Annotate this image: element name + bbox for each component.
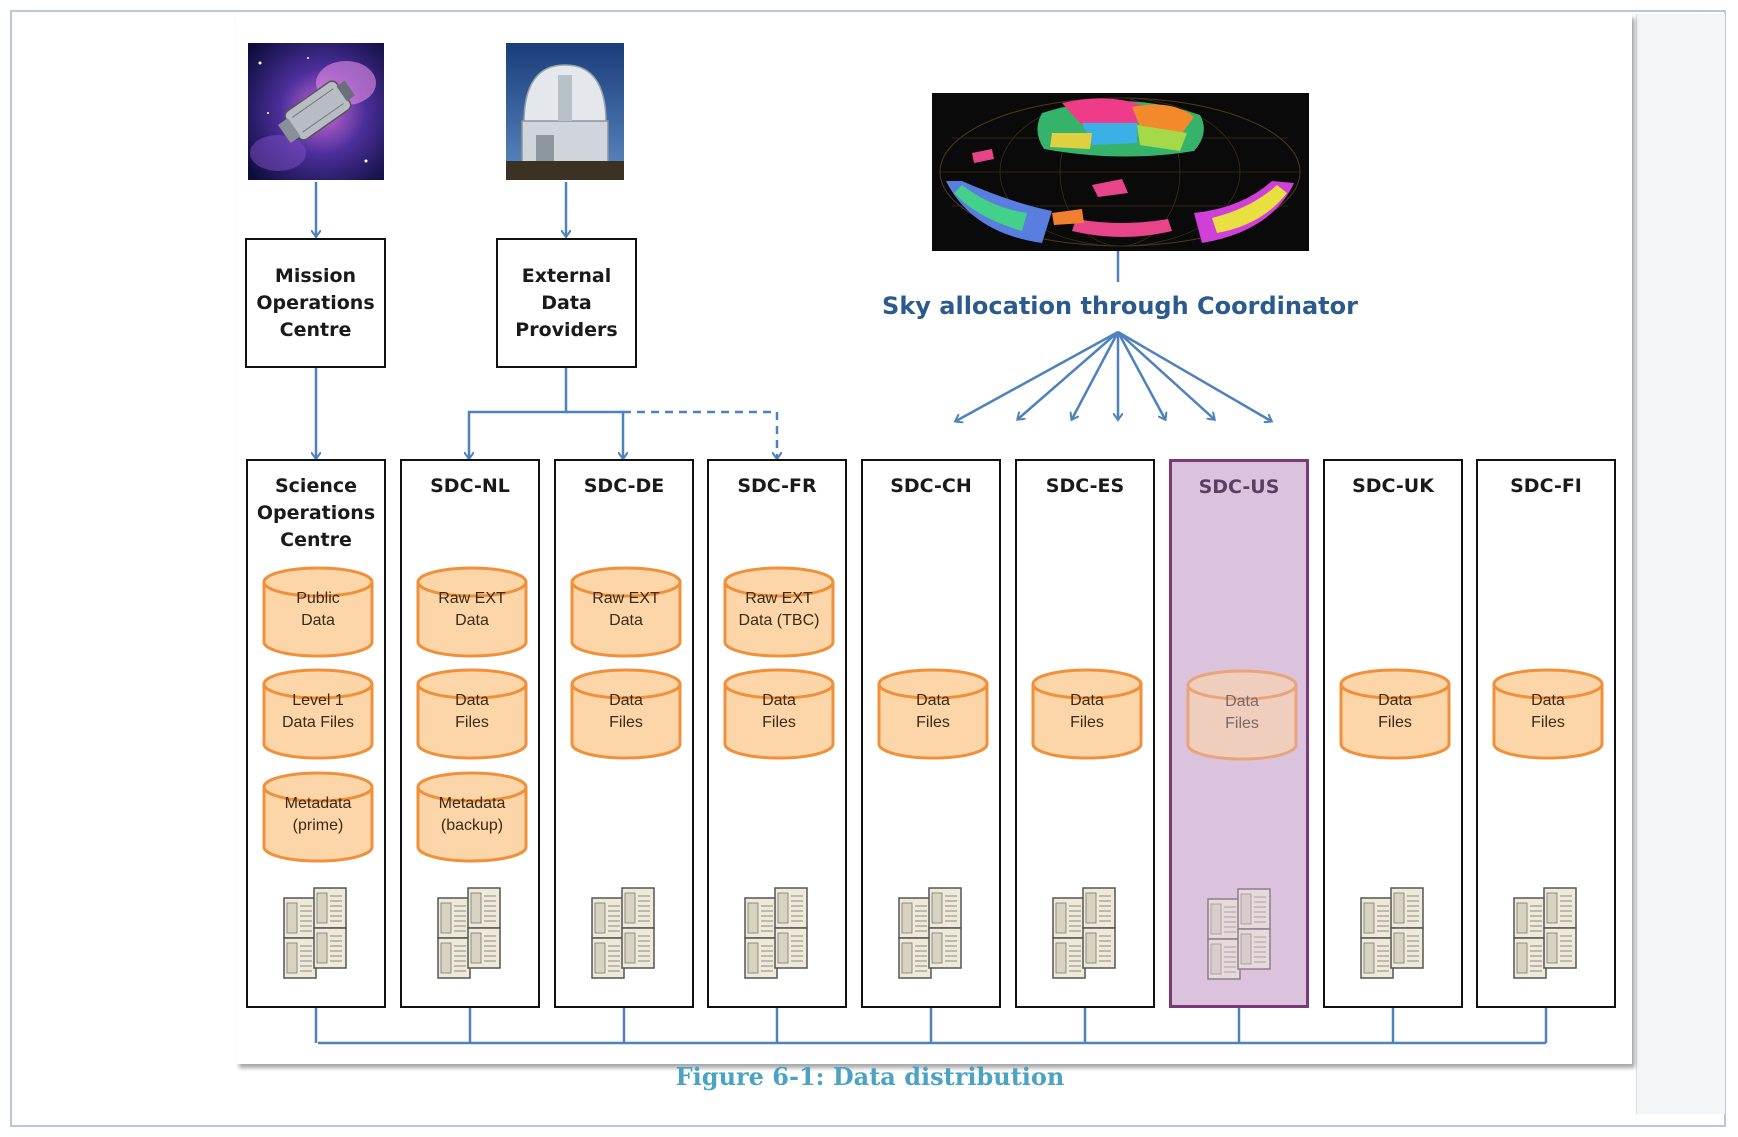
data-store-label: Files — [1531, 714, 1565, 731]
data-store-label: Data — [762, 692, 796, 709]
data-store-label: Raw EXT — [745, 590, 813, 607]
server-icon — [1353, 882, 1433, 982]
page-frame — [10, 10, 1726, 1127]
figure-caption: Figure 6-1: Data distribution — [675, 1062, 1065, 1091]
data-store-label: Data — [1531, 692, 1565, 709]
coordinator-arrow-5 — [1116, 331, 1165, 419]
column-title-line: SDC-CH — [890, 475, 972, 497]
data-store-label: Files — [455, 714, 489, 731]
sky-map-image — [932, 93, 1309, 251]
coordinator-arrow-1 — [956, 330, 1119, 421]
coordinator-arrow-7 — [1117, 330, 1271, 421]
data-store-label: Raw EXT — [592, 590, 660, 607]
column-title-line: Centre — [280, 529, 352, 551]
server-icon — [1200, 883, 1280, 983]
data-store-label: Data — [1378, 692, 1412, 709]
column-title-line: SDC-DE — [583, 475, 665, 497]
observatory-image — [506, 43, 624, 180]
data-store-label: Files — [762, 714, 796, 731]
data-store-label: Public — [296, 590, 340, 607]
data-store-cylinder: Raw EXT Data — [569, 566, 683, 658]
data-store-label: Data (TBC) — [738, 612, 820, 629]
column-title-line: Science — [274, 475, 358, 497]
data-store-label: (backup) — [440, 817, 504, 834]
server-icon — [430, 882, 510, 982]
mission-line-2: Operations — [256, 292, 375, 314]
mission-line-1: Mission — [274, 265, 357, 287]
data-store-label: Data Files — [281, 714, 355, 731]
data-store-label: Metadata — [284, 795, 352, 812]
data-store-cylinder: Raw EXT Data (TBC) — [722, 566, 836, 658]
column-title-line: SDC-ES — [1045, 475, 1125, 497]
sky-allocation-label: Sky allocation through Coordinator — [882, 292, 1358, 320]
external-to-sdc-fr-dashed — [623, 410, 777, 458]
column-title-line: SDC-US — [1198, 476, 1280, 498]
mission-line-3: Centre — [279, 319, 352, 341]
data-store-label: Data — [916, 692, 950, 709]
data-store-label: Data — [455, 692, 489, 709]
data-store-cylinder: Level 1 Data Files — [261, 668, 375, 760]
server-icon — [276, 882, 356, 982]
data-store-cylinder: Metadata (backup) — [415, 771, 529, 863]
data-store-label: Data — [609, 612, 643, 629]
external-branch — [469, 368, 568, 458]
column-title-line: SDC-FR — [737, 475, 817, 497]
server-icon — [584, 882, 664, 982]
server-icon — [1045, 882, 1125, 982]
external-line-3: Providers — [515, 319, 618, 341]
data-store-label: Files — [609, 714, 643, 731]
column-title-line: SDC-NL — [430, 475, 510, 497]
data-store-label: Files — [1070, 714, 1104, 731]
coordinator-arrow-2 — [1018, 331, 1119, 419]
mission-operations-centre-box: Mission Operations Centre — [245, 238, 386, 368]
external-line-2: Data — [541, 292, 592, 314]
coordinator-arrow-6 — [1117, 331, 1214, 419]
data-store-label: Metadata — [438, 795, 506, 812]
data-store-label: Data — [609, 692, 643, 709]
server-icon — [891, 882, 971, 982]
data-store-label: Data — [455, 612, 489, 629]
external-data-providers-box: External Data Providers — [496, 238, 637, 368]
coordinator-arrow-3 — [1072, 331, 1120, 419]
data-store-label: Files — [1225, 715, 1259, 732]
column-title-line: Operations — [256, 502, 376, 524]
server-icon — [1506, 882, 1586, 982]
data-store-label: Files — [916, 714, 950, 731]
data-store-label: (prime) — [292, 817, 344, 834]
external-to-sdc-de — [566, 410, 623, 458]
external-line-1: External — [521, 265, 612, 287]
telescope-image — [248, 43, 384, 180]
side-panel — [1636, 14, 1725, 1114]
data-store-label: Data — [1225, 693, 1259, 710]
column-title-line: SDC-UK — [1352, 475, 1434, 497]
data-store-cylinder: Metadata (prime) — [261, 771, 375, 863]
server-icon — [737, 882, 817, 982]
data-store-cylinder: Raw EXT Data — [415, 566, 529, 658]
column-title-line: SDC-FI — [1510, 475, 1582, 497]
data-store-label: Data — [301, 612, 335, 629]
data-store-label: Level 1 — [292, 692, 344, 709]
data-store-label: Data — [1070, 692, 1104, 709]
data-store-label: Files — [1378, 714, 1412, 731]
data-store-label: Raw EXT — [438, 590, 506, 607]
